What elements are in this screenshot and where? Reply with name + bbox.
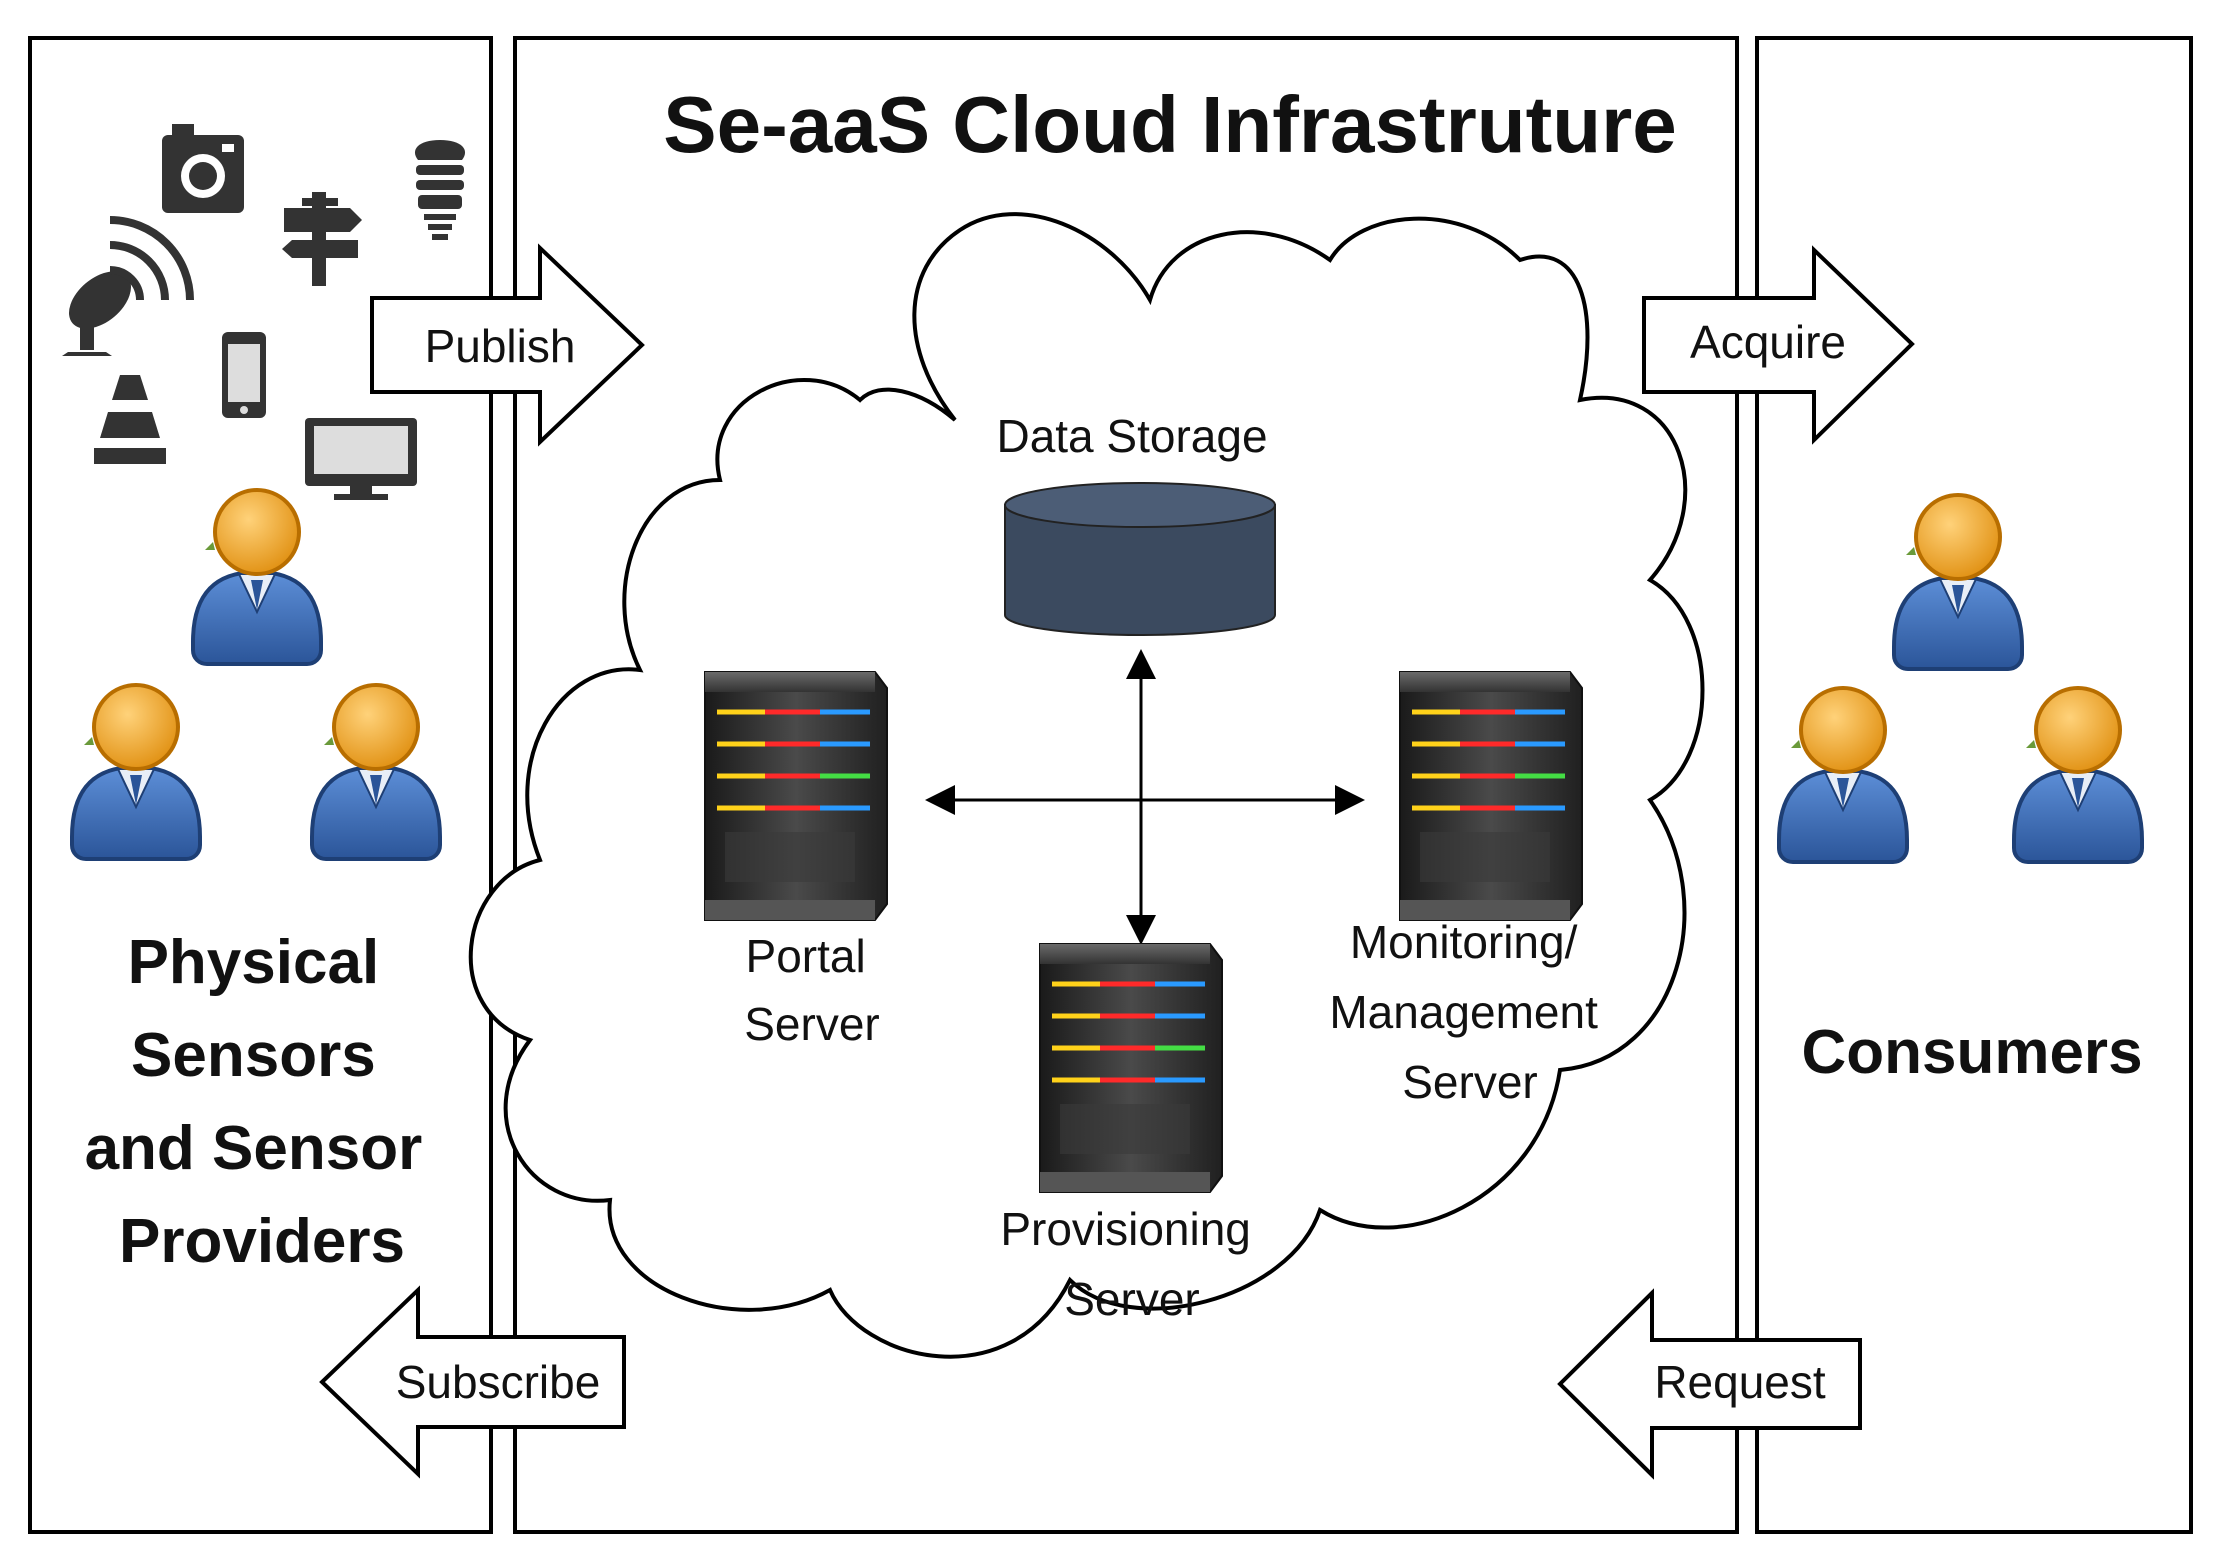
acquire-label: Acquire xyxy=(1690,316,1846,368)
portal-server-line-1: Portal xyxy=(746,930,866,982)
request-arrow: Request xyxy=(1557,1288,1862,1480)
monitoring-server-icon xyxy=(1400,672,1582,920)
providers-panel xyxy=(28,36,493,1534)
database-icon xyxy=(1004,482,1276,636)
subscribe-label: Subscribe xyxy=(396,1356,601,1408)
publish-label: Publish xyxy=(425,320,576,372)
provider-user-icon xyxy=(191,488,323,666)
subscribe-arrow: Subscribe xyxy=(319,1285,626,1479)
publish-arrow: Publish xyxy=(370,243,645,447)
acquire-arrow: Acquire xyxy=(1642,245,1915,445)
data-storage-label: Data Storage xyxy=(996,410,1267,462)
providers-line-1: Physical xyxy=(128,928,380,997)
portal-server-icon xyxy=(705,672,887,920)
request-label: Request xyxy=(1654,1356,1826,1408)
monitoring-server-line-1: Monitoring/ xyxy=(1350,916,1578,968)
provisioning-server-icon xyxy=(1040,944,1222,1192)
providers-line-2: Sensors xyxy=(131,1021,376,1090)
satellite-dish-icon xyxy=(62,216,194,356)
monitoring-server-label: Monitoring/ Management Server xyxy=(1329,916,1610,1108)
providers-line-3: and Sensor xyxy=(85,1114,423,1183)
consumer-user-icon xyxy=(1777,686,1909,864)
consumers-panel xyxy=(1755,36,2193,1534)
providers-label: Physical Sensors and Sensor Providers xyxy=(85,928,440,1276)
portal-server-line-2: Server xyxy=(744,998,879,1050)
consumers-label: Consumers xyxy=(1801,1018,2142,1087)
providers-line-4: Providers xyxy=(119,1207,405,1276)
provisioning-server-label: Provisioning Server xyxy=(1000,1203,1263,1325)
traffic-cone-icon xyxy=(94,375,166,464)
provisioning-server-line-2: Server xyxy=(1064,1273,1199,1325)
monitoring-server-line-3: Server xyxy=(1402,1056,1537,1108)
signpost-icon xyxy=(282,192,362,286)
provider-user-icon xyxy=(70,683,202,861)
monitor-icon xyxy=(305,418,417,500)
camera-icon xyxy=(162,124,244,213)
provisioning-server-line-1: Provisioning xyxy=(1000,1203,1251,1255)
cloud-shape xyxy=(468,212,1705,1359)
consumer-user-icon xyxy=(1892,493,2024,671)
provider-user-icon xyxy=(310,683,442,861)
smartphone-icon xyxy=(222,332,266,418)
monitoring-server-line-2: Management xyxy=(1329,986,1598,1038)
connection-arrows xyxy=(925,649,1365,945)
cloud-infrastructure-panel xyxy=(513,36,1739,1534)
light-bulb-icon xyxy=(414,140,466,240)
portal-server-label: Portal Server xyxy=(744,930,879,1050)
page-title: Se-aaS Cloud Infrastruture xyxy=(663,80,1677,169)
consumer-user-icon xyxy=(2012,686,2144,864)
